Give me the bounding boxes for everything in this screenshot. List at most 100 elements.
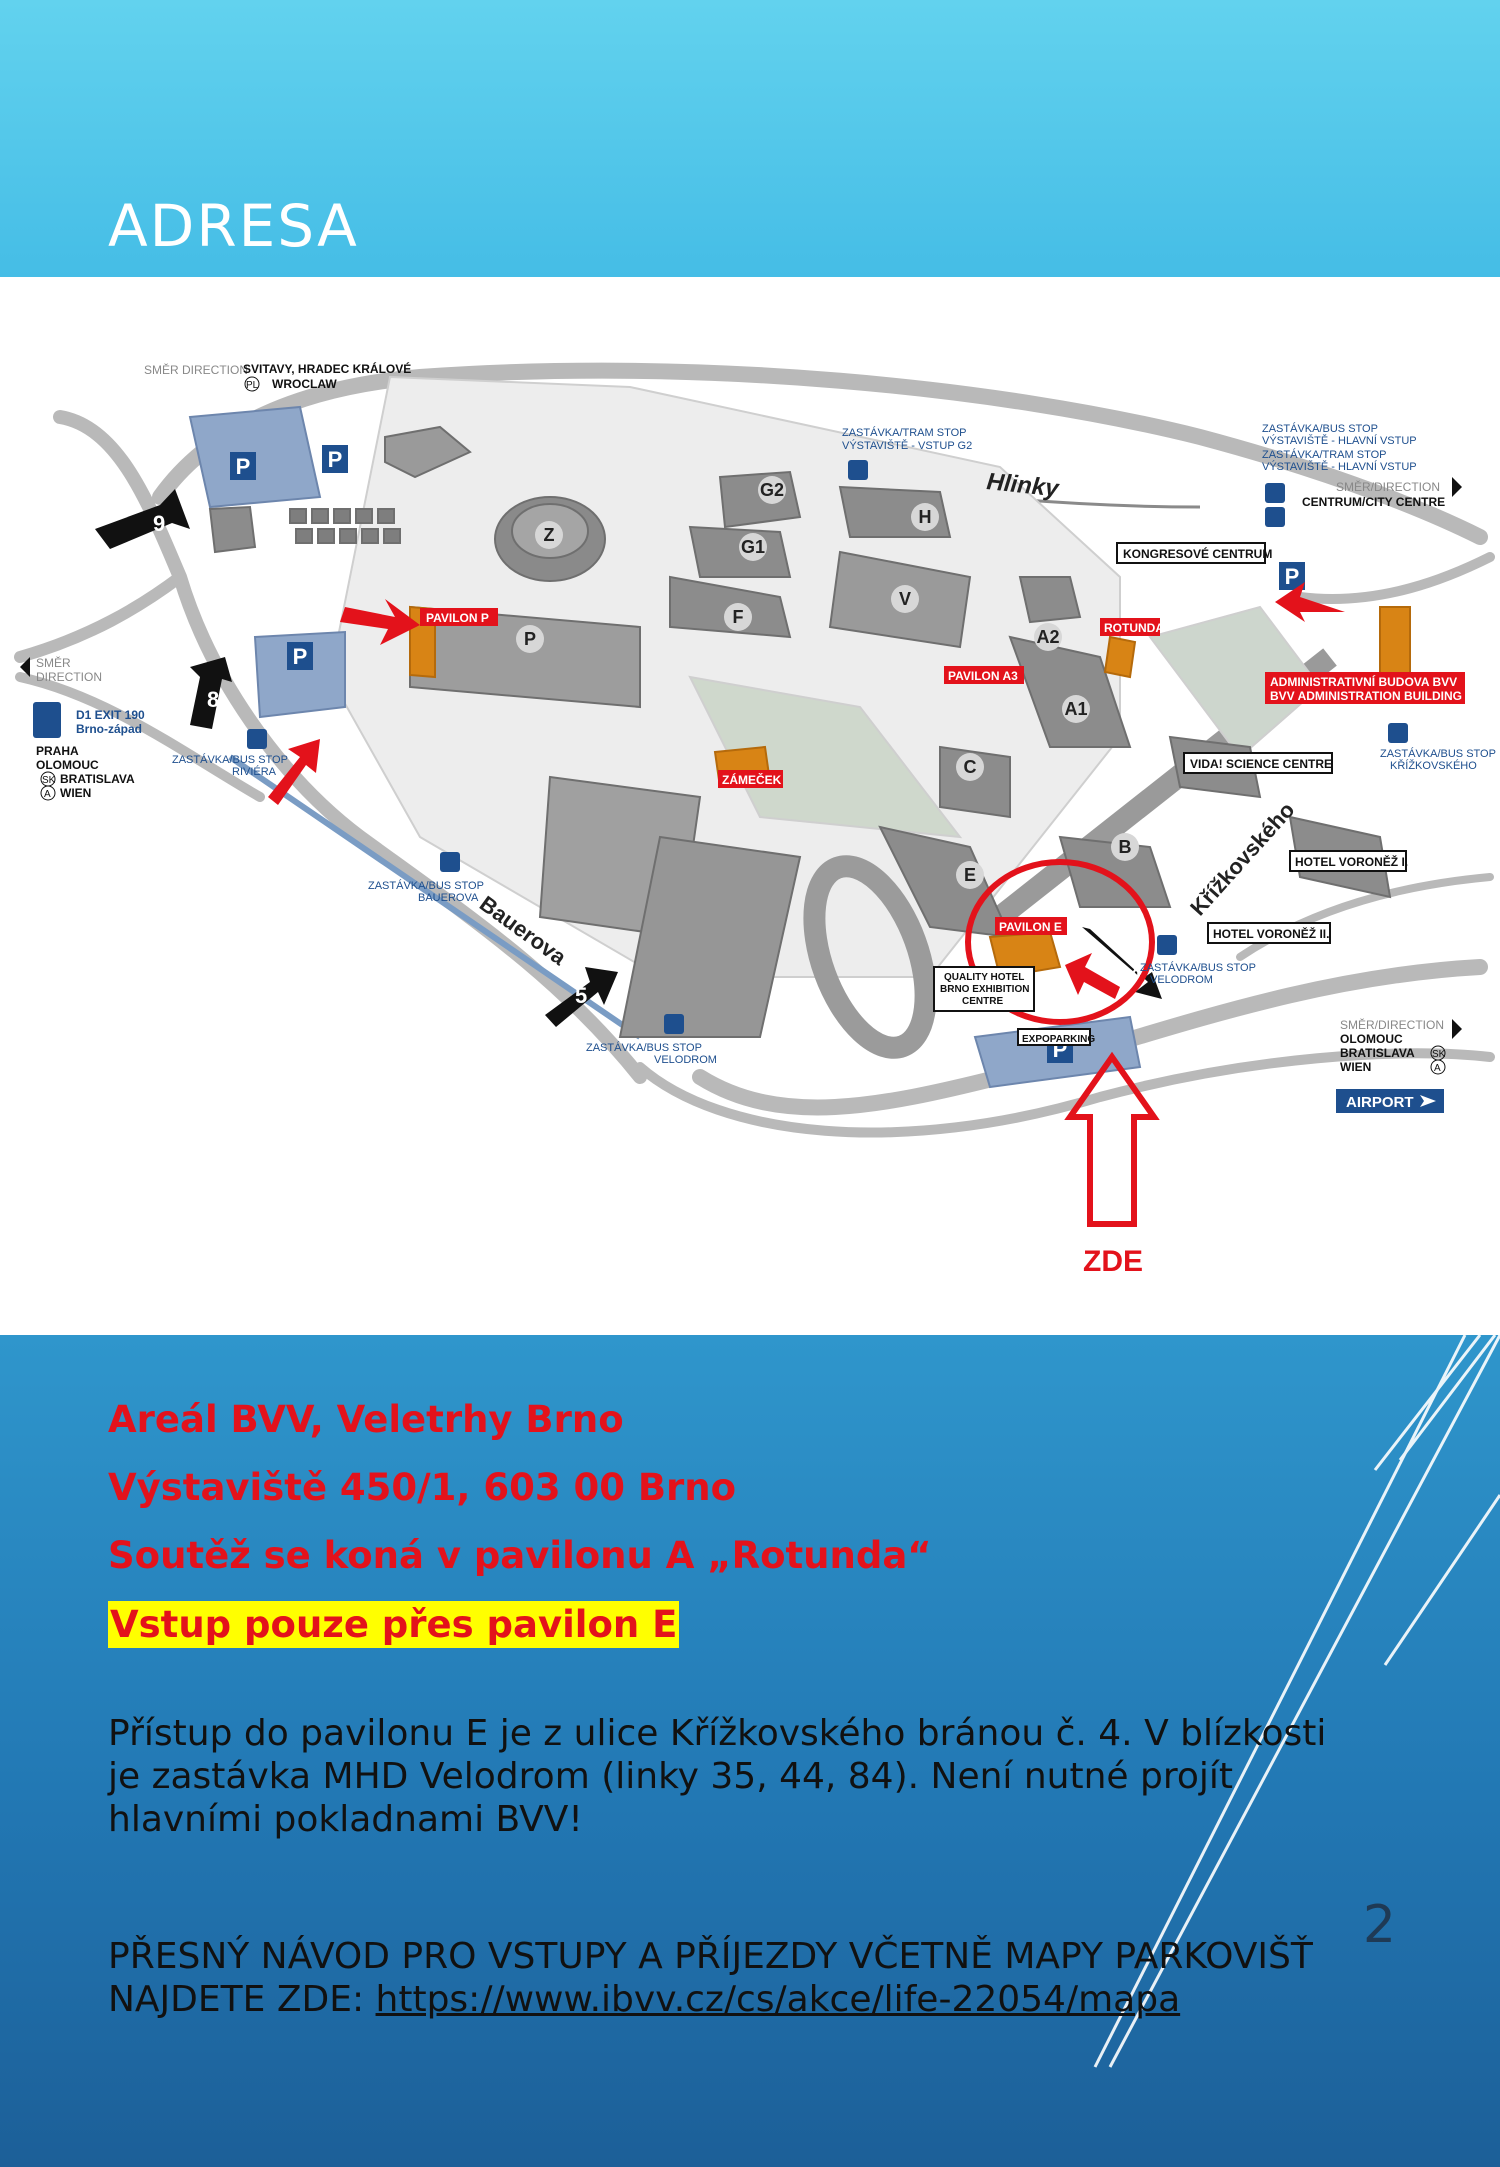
label-quality-hotel-3: CENTRE xyxy=(962,996,1003,1007)
badge-a-right: A xyxy=(1434,1063,1441,1074)
label-tram-stop-g2-1: ZASTÁVKA/TRAM STOP xyxy=(842,426,967,439)
bus-stop-icon xyxy=(664,1014,684,1034)
gate-9-arrow xyxy=(95,489,190,549)
label-tram-stop-g2-2: VÝSTAVIŠTĚ - VSTUP G2 xyxy=(842,439,972,452)
airplane-icon xyxy=(1420,1095,1436,1107)
bldg-label-a2: A2 xyxy=(1036,627,1059,647)
address-venue: Areál BVV, Veletrhy Brno xyxy=(108,1398,624,1441)
bldg-label-b: B xyxy=(1119,837,1132,857)
label-tram-stop-main-2: VÝSTAVIŠTĚ - HLAVNÍ VSTUP xyxy=(1262,460,1417,473)
gate-8-number: 8 xyxy=(207,687,219,712)
badge-sk-right: SK xyxy=(1432,1049,1446,1060)
label-bus-stop-velodrom2-2: VELODROM xyxy=(1150,974,1213,986)
label-bus-stop-velodrom-1: ZASTÁVKA/BUS STOP xyxy=(586,1041,702,1054)
address-street: Výstaviště 450/1, 603 00 Brno xyxy=(108,1466,737,1509)
label-smer-right-2: OLOMOUC xyxy=(1340,1032,1403,1046)
label-bus-stop-kriz-1: ZASTÁVKA/BUS STOP xyxy=(1380,747,1496,760)
label-pavilon-a3: PAVILON A3 xyxy=(948,669,1018,683)
bus-stop-icon xyxy=(440,852,460,872)
bldg-label-p: P xyxy=(524,629,536,649)
label-brno-zapad: Brno-západ xyxy=(76,722,142,736)
tram-stop-icon xyxy=(1265,507,1285,527)
bldg-label-a1: A1 xyxy=(1064,699,1087,719)
boxed-labels xyxy=(933,542,1407,1046)
map-canvas: Z P G2 G1 H F V A2 A1 C B E P P P P P xyxy=(14,361,1496,1278)
directions-text: PŘESNÝ NÁVOD PRO VSTUPY A PŘÍJEZDY VČETN… xyxy=(108,1936,1313,2020)
entrance-note: Vstup pouze přes pavilon E xyxy=(108,1601,680,1648)
gate-5-number: 5 xyxy=(575,983,587,1008)
label-hotel-voronez-2: HOTEL VORONĚŽ II. xyxy=(1213,926,1329,941)
gate-5-arrow xyxy=(545,967,618,1027)
label-bus-stop-velodrom-2: VELODROM xyxy=(654,1054,717,1066)
label-smer-centrum-1: SMĚR/DIRECTION xyxy=(1336,479,1440,494)
label-hotel-voronez-1: HOTEL VORONĚŽ I. xyxy=(1295,854,1408,869)
label-bus-stop-riviera-1: ZASTÁVKA/BUS STOP xyxy=(172,753,288,766)
label-bus-stop-main-1: ZASTÁVKA/BUS STOP xyxy=(1262,422,1378,435)
label-smer-top: SMĚR DIRECTION xyxy=(144,362,248,377)
label-zamecek: ZÁMEČEK xyxy=(722,772,782,787)
label-smer-centrum-2: CENTRUM/CITY CENTRE xyxy=(1302,495,1445,509)
parking-signs: P P P P P xyxy=(230,445,1305,1063)
label-wien: WIEN xyxy=(60,786,91,800)
header-band: ADRESA xyxy=(0,0,1500,277)
bldg-label-g1: G1 xyxy=(741,537,765,557)
badge-a: A xyxy=(44,789,51,800)
label-pavilon-e: PAVILON E xyxy=(999,920,1062,934)
badge-sk: SK xyxy=(42,775,56,786)
label-zde: ZDE xyxy=(1083,1245,1143,1278)
access-paragraph: Přístup do pavilonu E je z ulice Křížkov… xyxy=(108,1713,1327,1840)
gate-arrows xyxy=(95,489,1162,1027)
page-title: ADRESA xyxy=(108,192,359,260)
street-krizkovskeho: Křížkovského xyxy=(1185,797,1299,920)
gate-4-arrow xyxy=(1082,927,1162,999)
label-bus-stop-bauerova-2: BAUEROVA xyxy=(418,892,479,904)
label-bus-stop-velodrom2-1: ZASTÁVKA/BUS STOP xyxy=(1140,961,1256,974)
bus-stop-icon xyxy=(1157,935,1177,955)
label-vida: VIDA! SCIENCE CENTRE xyxy=(1190,757,1332,771)
label-expoparking: EXPOPARKING xyxy=(1022,1034,1095,1045)
label-bratislava: BRATISLAVA xyxy=(60,772,135,786)
label-d1-exit: D1 EXIT 190 xyxy=(76,708,145,722)
parking-sign: P xyxy=(328,447,343,472)
label-rotunda: ROTUNDA xyxy=(1104,621,1164,635)
red-labels xyxy=(420,608,1465,935)
bauerova-street xyxy=(228,754,642,1040)
label-wroclaw: WROCLAW xyxy=(272,377,337,391)
bldg-label-f: F xyxy=(733,607,744,627)
bldg-label-v: V xyxy=(899,589,911,609)
bldg-label-h: H xyxy=(919,507,932,527)
arrow-right-icon xyxy=(1452,477,1462,497)
label-kongresove: KONGRESOVÉ CENTRUM xyxy=(1123,546,1272,561)
bldg-label-e: E xyxy=(964,865,976,885)
label-quality-hotel-1: QUALITY HOTEL xyxy=(944,972,1024,983)
bus-stop-icon xyxy=(1388,723,1408,743)
directions-note: PŘESNÝ NÁVOD PRO VSTUPY A PŘÍJEZDY VČETN… xyxy=(108,1935,1368,2021)
label-bus-stop-riviera-2: RIVIÉRA xyxy=(232,765,277,778)
label-svitavy: SVITAVY, HRADEC KRÁLOVÉ xyxy=(243,361,411,376)
directions-link[interactable]: https://www.ibvv.cz/cs/akce/life-22054/m… xyxy=(375,1979,1181,2020)
arrow-left-icon xyxy=(20,657,30,677)
oval-track xyxy=(803,855,937,1059)
label-smer-left-1: SMĚR xyxy=(36,655,71,670)
info-panel: Areál BVV, Veletrhy Brno Výstaviště 450/… xyxy=(0,1335,1500,2167)
arrow-right-icon xyxy=(1452,1019,1462,1039)
exhibition-map: Z P G2 G1 H F V A2 A1 C B E P P P P P xyxy=(0,277,1500,1335)
bus-stop-icon xyxy=(1265,483,1285,503)
bldg-label-c: C xyxy=(964,757,977,777)
label-bus-stop-bauerova-1: ZASTÁVKA/BUS STOP xyxy=(368,879,484,892)
tram-stop-icon xyxy=(848,460,868,480)
parking-sign: P xyxy=(1285,564,1300,589)
label-bus-stop-kriz-2: KŘÍŽKOVSKÉHO xyxy=(1390,759,1477,772)
label-quality-hotel-2: BRNO EXHIBITION xyxy=(940,984,1029,995)
pavilon-e-highlight xyxy=(965,859,1155,1025)
parking-sign: P xyxy=(236,454,251,479)
parking-sign: P xyxy=(293,644,308,669)
label-smer-left-2: DIRECTION xyxy=(36,670,102,684)
zde-arrow xyxy=(1064,1051,1160,1227)
label-smer-right-3: BRATISLAVA xyxy=(1340,1046,1415,1060)
stop-icons xyxy=(33,460,1408,1034)
label-tram-stop-main-1: ZASTÁVKA/TRAM STOP xyxy=(1262,448,1387,461)
motorway-icon xyxy=(33,702,61,738)
label-airport: AIRPORT xyxy=(1346,1094,1414,1111)
label-admin-1: ADMINISTRATIVNÍ BUDOVA BVV xyxy=(1270,674,1457,689)
